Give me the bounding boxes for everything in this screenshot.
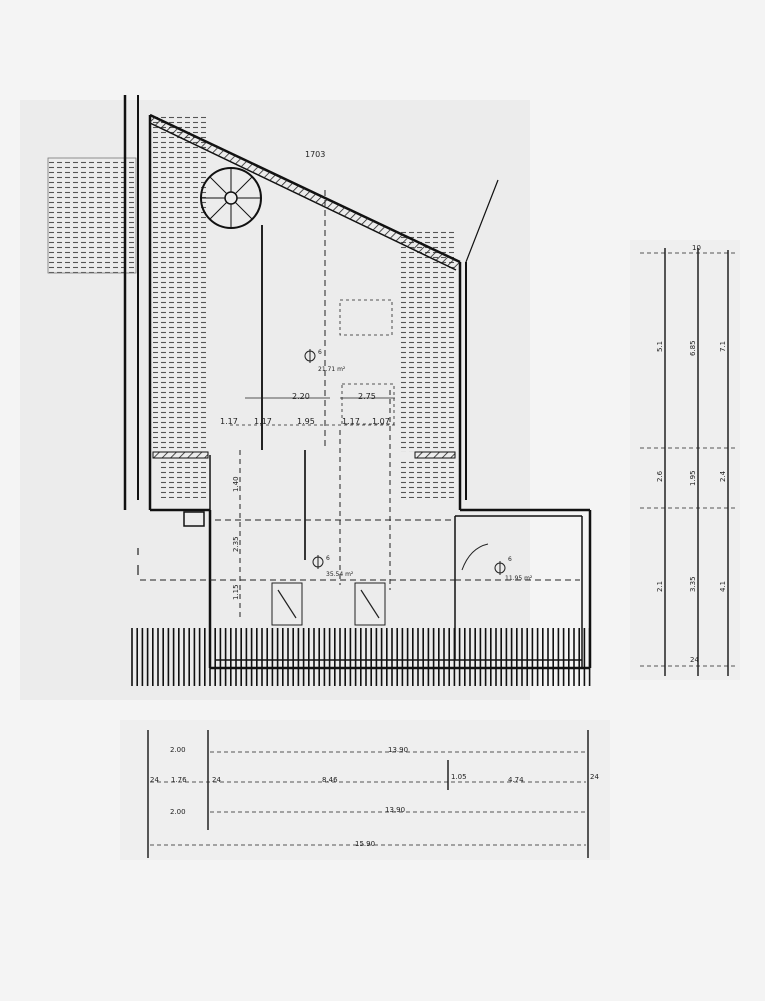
room-middle-number: 6 <box>326 555 330 562</box>
rdim-3c: 4.1 <box>719 581 727 592</box>
rdim-4: 24 <box>690 656 699 664</box>
rdim-1a: 5.1 <box>656 341 664 352</box>
bottom-dimension-chain <box>147 730 589 858</box>
balcony-railing <box>131 628 591 686</box>
room-right: 6 11.95 m² <box>494 556 533 582</box>
rdim-2c: 2.4 <box>719 470 727 482</box>
right-dimension-chain <box>640 248 735 676</box>
room-upper: 6 21.71 m² <box>304 349 346 373</box>
bdim-row3-total: 13.90 <box>385 806 405 814</box>
dim-275: 2.75 <box>358 392 376 401</box>
dim-115: 1.15 <box>232 584 240 600</box>
rdim-top: 10 <box>692 244 701 252</box>
rdim-3a: 2.1 <box>656 581 664 592</box>
right-storage-hatch <box>160 230 455 498</box>
room-right-area: 11.95 m² <box>505 575 533 582</box>
dim-top: 1703 <box>305 150 325 159</box>
bdim-row3-left: 2.00 <box>170 808 186 816</box>
bdim-row2-b: 1.76 <box>171 776 187 784</box>
bdim-row2-e: 1.05 <box>451 773 467 781</box>
rdim-2b: 1.95 <box>689 470 697 486</box>
bdim-row2-d: 8.46 <box>322 776 338 784</box>
dim-235: 2.35 <box>232 536 240 552</box>
door-swing <box>461 543 489 571</box>
spiral-staircase <box>200 167 262 229</box>
bdim-row2-c: 24 <box>212 776 221 784</box>
rdim-2a: 2.6 <box>656 470 664 482</box>
bdim-row2-a: 24 <box>150 776 159 784</box>
right-dimension-labels: 10 5.1 6.85 7.1 2.6 1.95 2.4 2.1 3.35 4.… <box>656 244 727 664</box>
room-middle: 6 35.54 m² <box>312 555 354 578</box>
left-terrace <box>47 115 208 452</box>
dim-117c: 1.17 <box>342 417 360 426</box>
dim-117b: 1.17 <box>254 417 272 426</box>
dim-140: 1.40 <box>232 476 240 492</box>
bdim-row4-total: 15.90 <box>355 840 375 848</box>
bottom-dimension-labels: 2.00 13.90 24 1.76 24 8.46 1.05 4.74 24 … <box>150 746 599 848</box>
dim-220: 2.20 <box>292 392 310 401</box>
roof-windows <box>271 582 386 626</box>
bdim-row2-g: 24 <box>590 773 599 781</box>
bdim-row1-left: 2.00 <box>170 746 186 754</box>
room-upper-number: 6 <box>318 349 322 356</box>
interior-dimensions: 1703 2.20 2.75 1.17 1.17 1.95 1.17 1.07 … <box>220 150 390 600</box>
rdim-3b: 3.35 <box>689 576 697 592</box>
bdim-row1-total: 13.90 <box>388 746 408 754</box>
rdim-1b: 6.85 <box>689 340 697 356</box>
room-upper-area: 21.71 m² <box>318 366 346 373</box>
dim-107: 1.07 <box>372 417 390 426</box>
dim-195: 1.95 <box>297 417 315 426</box>
rdim-1c: 7.1 <box>719 341 727 352</box>
room-right-number: 6 <box>508 556 512 563</box>
bdim-row2-f: 4.74 <box>508 776 524 784</box>
internal-lines <box>137 190 580 620</box>
dim-117a: 1.17 <box>220 417 238 426</box>
room-middle-area: 35.54 m² <box>326 571 354 578</box>
